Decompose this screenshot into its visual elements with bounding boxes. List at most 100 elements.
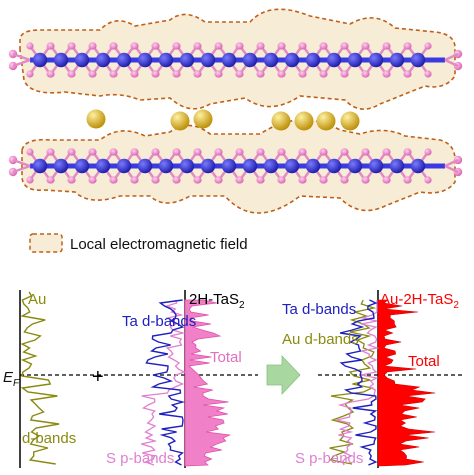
s-atom bbox=[383, 70, 391, 78]
s-atom bbox=[383, 176, 391, 184]
s-atom bbox=[26, 148, 34, 156]
ta-s-bond bbox=[444, 52, 459, 62]
s-atom bbox=[26, 70, 34, 78]
s-atom bbox=[110, 148, 118, 156]
s-atom bbox=[215, 70, 223, 78]
ta-atom bbox=[368, 158, 384, 174]
ta-atom bbox=[263, 52, 279, 68]
ta-atom bbox=[326, 52, 342, 68]
ta-atom bbox=[347, 158, 363, 174]
s-atom bbox=[173, 176, 181, 184]
s-atom bbox=[362, 42, 370, 50]
dos-panel-au: Au d-bands bbox=[19, 290, 76, 468]
s-atom bbox=[236, 148, 244, 156]
au-top-label: Au bbox=[28, 291, 46, 308]
s-atom bbox=[215, 176, 223, 184]
s-atom bbox=[299, 42, 307, 50]
au-atom bbox=[340, 111, 360, 131]
s-atom bbox=[89, 42, 97, 50]
s-atom bbox=[47, 42, 55, 50]
ta-atom bbox=[74, 158, 90, 174]
au-atom bbox=[170, 111, 190, 131]
ta-atom bbox=[284, 158, 300, 174]
s-atom bbox=[362, 70, 370, 78]
ta-atom bbox=[368, 52, 384, 68]
s-atom bbox=[257, 42, 265, 50]
s-atom bbox=[173, 42, 181, 50]
au-atom bbox=[271, 111, 291, 131]
ta-atom bbox=[410, 52, 426, 68]
ta-atom bbox=[326, 158, 342, 174]
ta-s-bond bbox=[12, 52, 31, 62]
tas2-layer-top bbox=[8, 42, 463, 78]
au-atom bbox=[316, 111, 336, 131]
s-atom bbox=[299, 148, 307, 156]
tas2-layer-bottom bbox=[8, 148, 463, 184]
s-atom bbox=[89, 176, 97, 184]
legend: Local electromagnetic field bbox=[29, 233, 248, 253]
s-atom bbox=[131, 148, 139, 156]
s-atom bbox=[424, 148, 432, 156]
s-atom bbox=[257, 70, 265, 78]
dos-panel-tas2: 2H-TaS2 Ta d-bands Total S p-bands bbox=[106, 290, 245, 468]
s-atom bbox=[47, 148, 55, 156]
s-atom bbox=[131, 70, 139, 78]
au-atom bbox=[294, 111, 314, 131]
s-atom bbox=[194, 176, 202, 184]
ta-s-bond bbox=[12, 58, 31, 68]
s-atom bbox=[424, 42, 432, 50]
au-atom bbox=[86, 109, 106, 129]
s-atom bbox=[152, 148, 160, 156]
s-atom bbox=[278, 176, 286, 184]
s-atom bbox=[362, 148, 370, 156]
s-atom bbox=[320, 42, 328, 50]
s-atom bbox=[383, 148, 391, 156]
dos-curve-s-composite bbox=[336, 299, 380, 466]
s-atom bbox=[278, 42, 286, 50]
s-atom bbox=[173, 70, 181, 78]
s-atom bbox=[299, 70, 307, 78]
s-atom bbox=[424, 176, 432, 184]
ta-atom bbox=[116, 158, 132, 174]
s-atom bbox=[68, 42, 76, 50]
ta-atom bbox=[116, 52, 132, 68]
s-atom bbox=[236, 42, 244, 50]
s-atom bbox=[236, 70, 244, 78]
s-atom bbox=[68, 148, 76, 156]
au-atom bbox=[193, 109, 213, 129]
s-atom bbox=[152, 42, 160, 50]
s-atom bbox=[424, 70, 432, 78]
s-atom bbox=[299, 176, 307, 184]
ta-atom bbox=[53, 158, 69, 174]
ta-s-bond bbox=[12, 164, 31, 174]
s-atom bbox=[68, 176, 76, 184]
transition-arrow bbox=[266, 354, 301, 396]
dos-curve-au bbox=[20, 291, 60, 465]
s-atom bbox=[215, 42, 223, 50]
tas2-title-main: 2H-TaS bbox=[189, 291, 239, 308]
ta-atom bbox=[410, 158, 426, 174]
ta-atom bbox=[95, 158, 111, 174]
s-atom bbox=[257, 176, 265, 184]
ta-s-bond bbox=[444, 164, 459, 174]
s-atom bbox=[341, 176, 349, 184]
s-atom bbox=[152, 70, 160, 78]
s-atom bbox=[404, 70, 412, 78]
dos-total-fill-composite bbox=[377, 299, 436, 467]
ta-atom bbox=[389, 158, 405, 174]
s-atom bbox=[131, 176, 139, 184]
s-atom bbox=[89, 148, 97, 156]
ta-atom bbox=[305, 158, 321, 174]
s-atom bbox=[341, 148, 349, 156]
composite-total-label: Total bbox=[408, 353, 440, 370]
ta-atom bbox=[221, 158, 237, 174]
legend-swatch bbox=[29, 233, 63, 253]
ta-atom bbox=[200, 158, 216, 174]
ta-atom bbox=[32, 158, 48, 174]
ta-atom bbox=[158, 52, 174, 68]
plus-sign: + bbox=[92, 366, 104, 388]
au-bottom-label: d-bands bbox=[22, 430, 76, 447]
dos-curve-s-tas2 bbox=[141, 299, 186, 466]
ta-atom bbox=[137, 52, 153, 68]
ta-atom bbox=[53, 52, 69, 68]
